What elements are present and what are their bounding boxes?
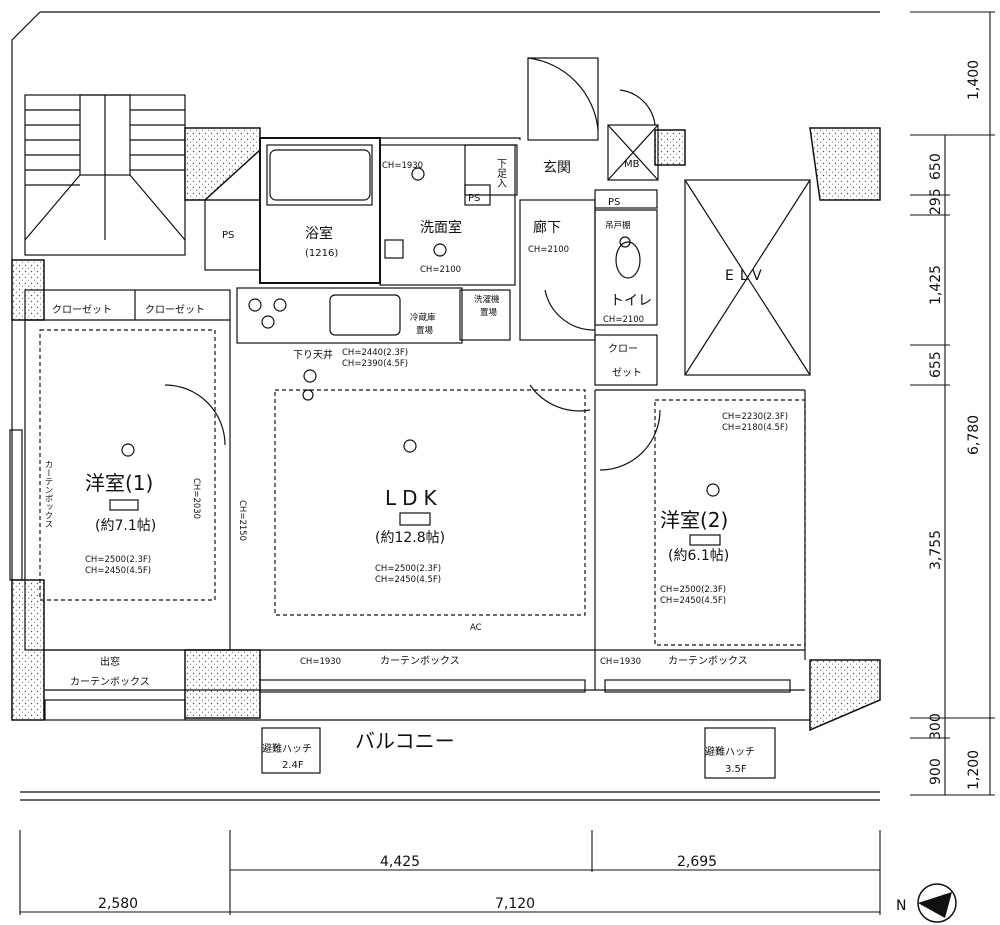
label-washer-b: 置場 <box>480 307 498 318</box>
label-balcony: バルコニー <box>355 729 455 753</box>
label-hallway: 廊下 <box>533 219 561 236</box>
label-closet3-b: ゼット <box>612 367 642 379</box>
ch-kitchen-b: CH=2390(4.5F) <box>342 359 408 369</box>
ceiling-height-labels: CH=1930 CH=2100 CH=2100 CH=2100 CH=2440(… <box>85 161 788 667</box>
dim-right-inner-6: 300 <box>928 713 944 740</box>
dim-right-outer-1: 1,400 <box>966 60 982 100</box>
label-washroom: 洗面室 <box>420 219 462 236</box>
dim-bottom-top-1: 4,425 <box>380 854 420 870</box>
dim-bottom-top-2: 2,695 <box>677 854 717 870</box>
label-western1-size: (約7.1帖) <box>95 518 156 534</box>
label-fridge-a: 冷蔵庫 <box>410 312 436 323</box>
dim-bottom-bottom-1: 2,580 <box>98 896 138 912</box>
dimensions-right: 1,400 6,780 1,200 650 295 1,425 655 3,75… <box>910 11 995 796</box>
label-shoe-box: 下足入 <box>495 158 507 188</box>
ch-washroom: CH=2100 <box>420 265 461 275</box>
ch-w1-b: CH=2450(4.5F) <box>85 566 151 576</box>
ch-w2-top-a: CH=2230(2.3F) <box>722 412 788 422</box>
label-curtain-box-2: カーテンボックス <box>380 655 460 667</box>
label-mb: MB <box>624 159 640 170</box>
label-ps2: PS <box>468 193 480 204</box>
light-fixtures <box>109 167 721 546</box>
label-ldk-size: (約12.8帖) <box>375 530 445 546</box>
ch-w1-a: CH=2500(2.3F) <box>85 555 151 565</box>
room-labels: 洗面室 浴室 (1216) 玄関 下足入 廊下 トイレ LDK (約12.8帖)… <box>43 158 768 775</box>
label-western1: 洋室(1) <box>85 471 153 495</box>
ch-w2-top-b: CH=2180(4.5F) <box>722 423 788 433</box>
label-bay: 出窓 <box>100 655 120 668</box>
dim-right-inner-1: 650 <box>928 153 944 180</box>
ch-ldk-b: CH=2450(4.5F) <box>375 575 441 585</box>
ch-ldk-side: CH=2150 <box>237 500 247 541</box>
ch-bath: CH=1930 <box>382 161 423 171</box>
label-curtain-box-1: カーテンボックス <box>70 676 150 688</box>
compass-icon: N <box>896 883 957 923</box>
label-washer-a: 洗濯機 <box>474 294 500 305</box>
label-closet3-a: クロー <box>608 343 638 355</box>
label-fridge-b: 置場 <box>416 325 434 336</box>
ch-w2-a: CH=2500(2.3F) <box>660 585 726 595</box>
label-bath-size: (1216) <box>305 248 338 259</box>
label-curtain-box-3: カーテンボックス <box>668 655 748 667</box>
dim-right-inner-7: 900 <box>928 758 944 785</box>
label-ac: AC <box>470 623 482 633</box>
ch-w2-b: CH=2450(4.5F) <box>660 596 726 606</box>
ch-kitchen-a: CH=2440(2.3F) <box>342 348 408 358</box>
dim-right-inner-3: 1,425 <box>928 265 944 305</box>
label-bath: 浴室 <box>305 225 333 242</box>
label-toilet: トイレ <box>610 293 652 309</box>
ceiling-dash-lines <box>39 329 806 646</box>
dim-right-inner-4: 655 <box>928 351 944 378</box>
label-elevator: ELV <box>725 268 768 284</box>
label-hatch1-a: 避難ハッチ <box>262 742 312 755</box>
label-ps1: PS <box>222 230 234 241</box>
label-lowered-ceiling: 下り天井 <box>293 348 333 361</box>
ch-curtain-w2: CH=1930 <box>600 657 641 667</box>
dim-right-outer-2: 1,200 <box>966 750 982 790</box>
label-closet2: クローゼット <box>145 304 205 316</box>
label-closet1: クローゼット <box>52 304 112 316</box>
label-curtain-box-v: カーテンボックス <box>43 460 53 528</box>
unit-walls <box>9 57 811 779</box>
compass-north-label: N <box>896 898 906 914</box>
ch-ldk-a: CH=2500(2.3F) <box>375 564 441 574</box>
ch-w1-side: CH=2030 <box>191 478 201 519</box>
ch-curtain-ldk: CH=1930 <box>300 657 341 667</box>
label-entrance: 玄関 <box>543 159 571 176</box>
stairs <box>24 94 186 256</box>
site-outline <box>11 11 880 801</box>
dim-right-outer-total: 6,780 <box>966 415 982 455</box>
ch-toilet: CH=2100 <box>603 315 644 325</box>
label-hatch2-b: 3.5F <box>725 764 747 775</box>
label-western2-size: (約6.1帖) <box>668 548 729 564</box>
label-ldk: LDK <box>385 486 443 510</box>
label-western2: 洋室(2) <box>660 508 728 532</box>
dim-bottom-bottom-2: 7,120 <box>495 896 535 912</box>
dimensions-bottom: 4,425 2,695 2,580 7,120 <box>19 830 881 915</box>
dim-right-inner-5: 3,755 <box>928 530 944 570</box>
ch-hallway: CH=2100 <box>528 245 569 255</box>
label-hatch1-b: 2.4F <box>282 760 304 771</box>
structural-columns <box>11 127 881 732</box>
label-storage: 吊戸棚 <box>605 220 631 231</box>
label-ps3: PS <box>608 197 620 208</box>
dim-right-inner-2: 295 <box>928 188 944 215</box>
label-hatch2-a: 避難ハッチ <box>705 745 755 758</box>
